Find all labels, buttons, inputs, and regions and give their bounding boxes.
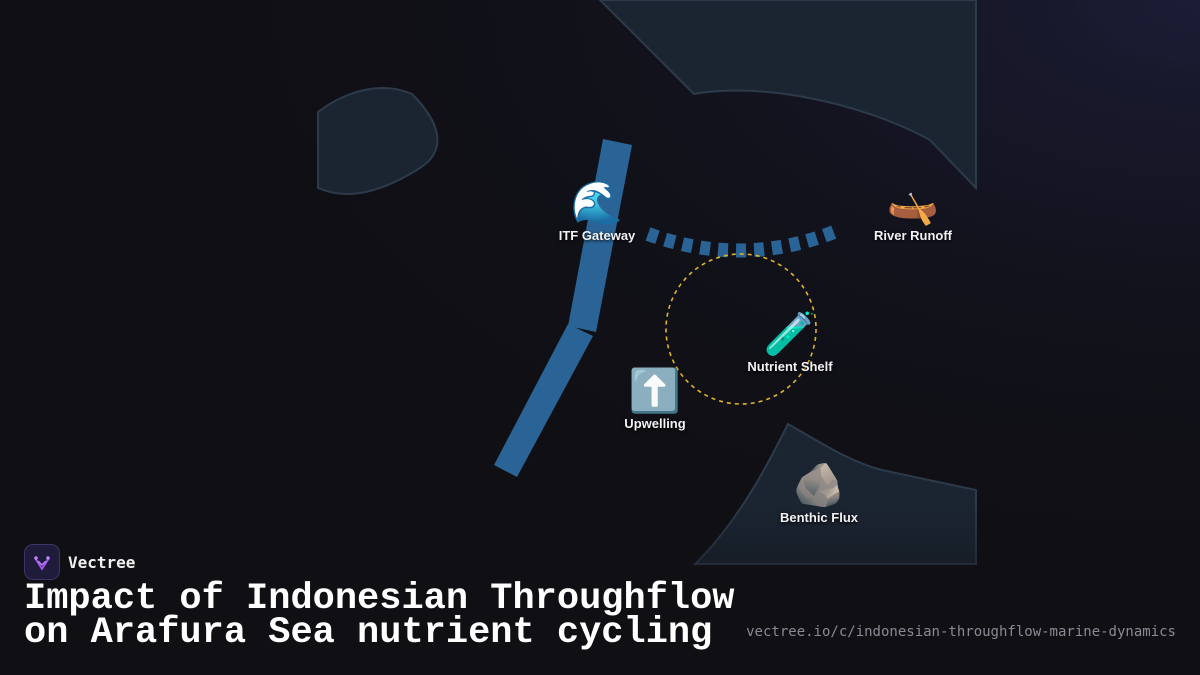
page-title: Impact of Indonesian Throughflow on Araf… — [24, 578, 735, 654]
marker-benthic-flux[interactable]: 🪨 Benthic Flux — [780, 460, 858, 525]
rock-icon: 🪨 — [792, 460, 846, 509]
nutrient-zone-outline — [665, 253, 817, 405]
marker-label: Benthic Flux — [779, 510, 859, 525]
bottom-fade — [0, 500, 1200, 675]
marker-label: Nutrient Shelf — [747, 359, 833, 374]
marker-river-runoff[interactable]: 🛶 River Runoff — [874, 178, 952, 243]
brand: Vectree — [24, 544, 135, 580]
brand-name: Vectree — [68, 552, 136, 572]
test-tube-icon: 🧪 — [763, 309, 817, 358]
landmass-west-island — [317, 87, 439, 195]
current-band-south — [494, 324, 593, 477]
marker-label: River Runoff — [874, 228, 952, 243]
logo-mark — [34, 556, 50, 571]
canoe-icon: 🛶 — [886, 178, 940, 227]
water-wave-icon: 🌊 — [570, 178, 624, 227]
marker-upwelling[interactable]: ⬆️ Upwelling — [624, 366, 685, 431]
landmass-north — [598, 0, 977, 191]
source-url[interactable]: vectree.io/c/indonesian-throughflow-mari… — [746, 624, 1176, 640]
up-arrow-icon: ⬆️ — [628, 366, 682, 415]
current-band-north — [568, 139, 632, 332]
marker-itf-gateway[interactable]: 🌊 ITF Gateway — [559, 178, 636, 243]
vectree-logo-icon — [24, 544, 60, 580]
marker-label: Upwelling — [624, 416, 686, 431]
marker-nutrient-shelf[interactable]: 🧪 Nutrient Shelf — [747, 309, 832, 374]
marker-label: ITF Gateway — [558, 228, 636, 243]
current-flow-dashed — [645, 225, 837, 258]
